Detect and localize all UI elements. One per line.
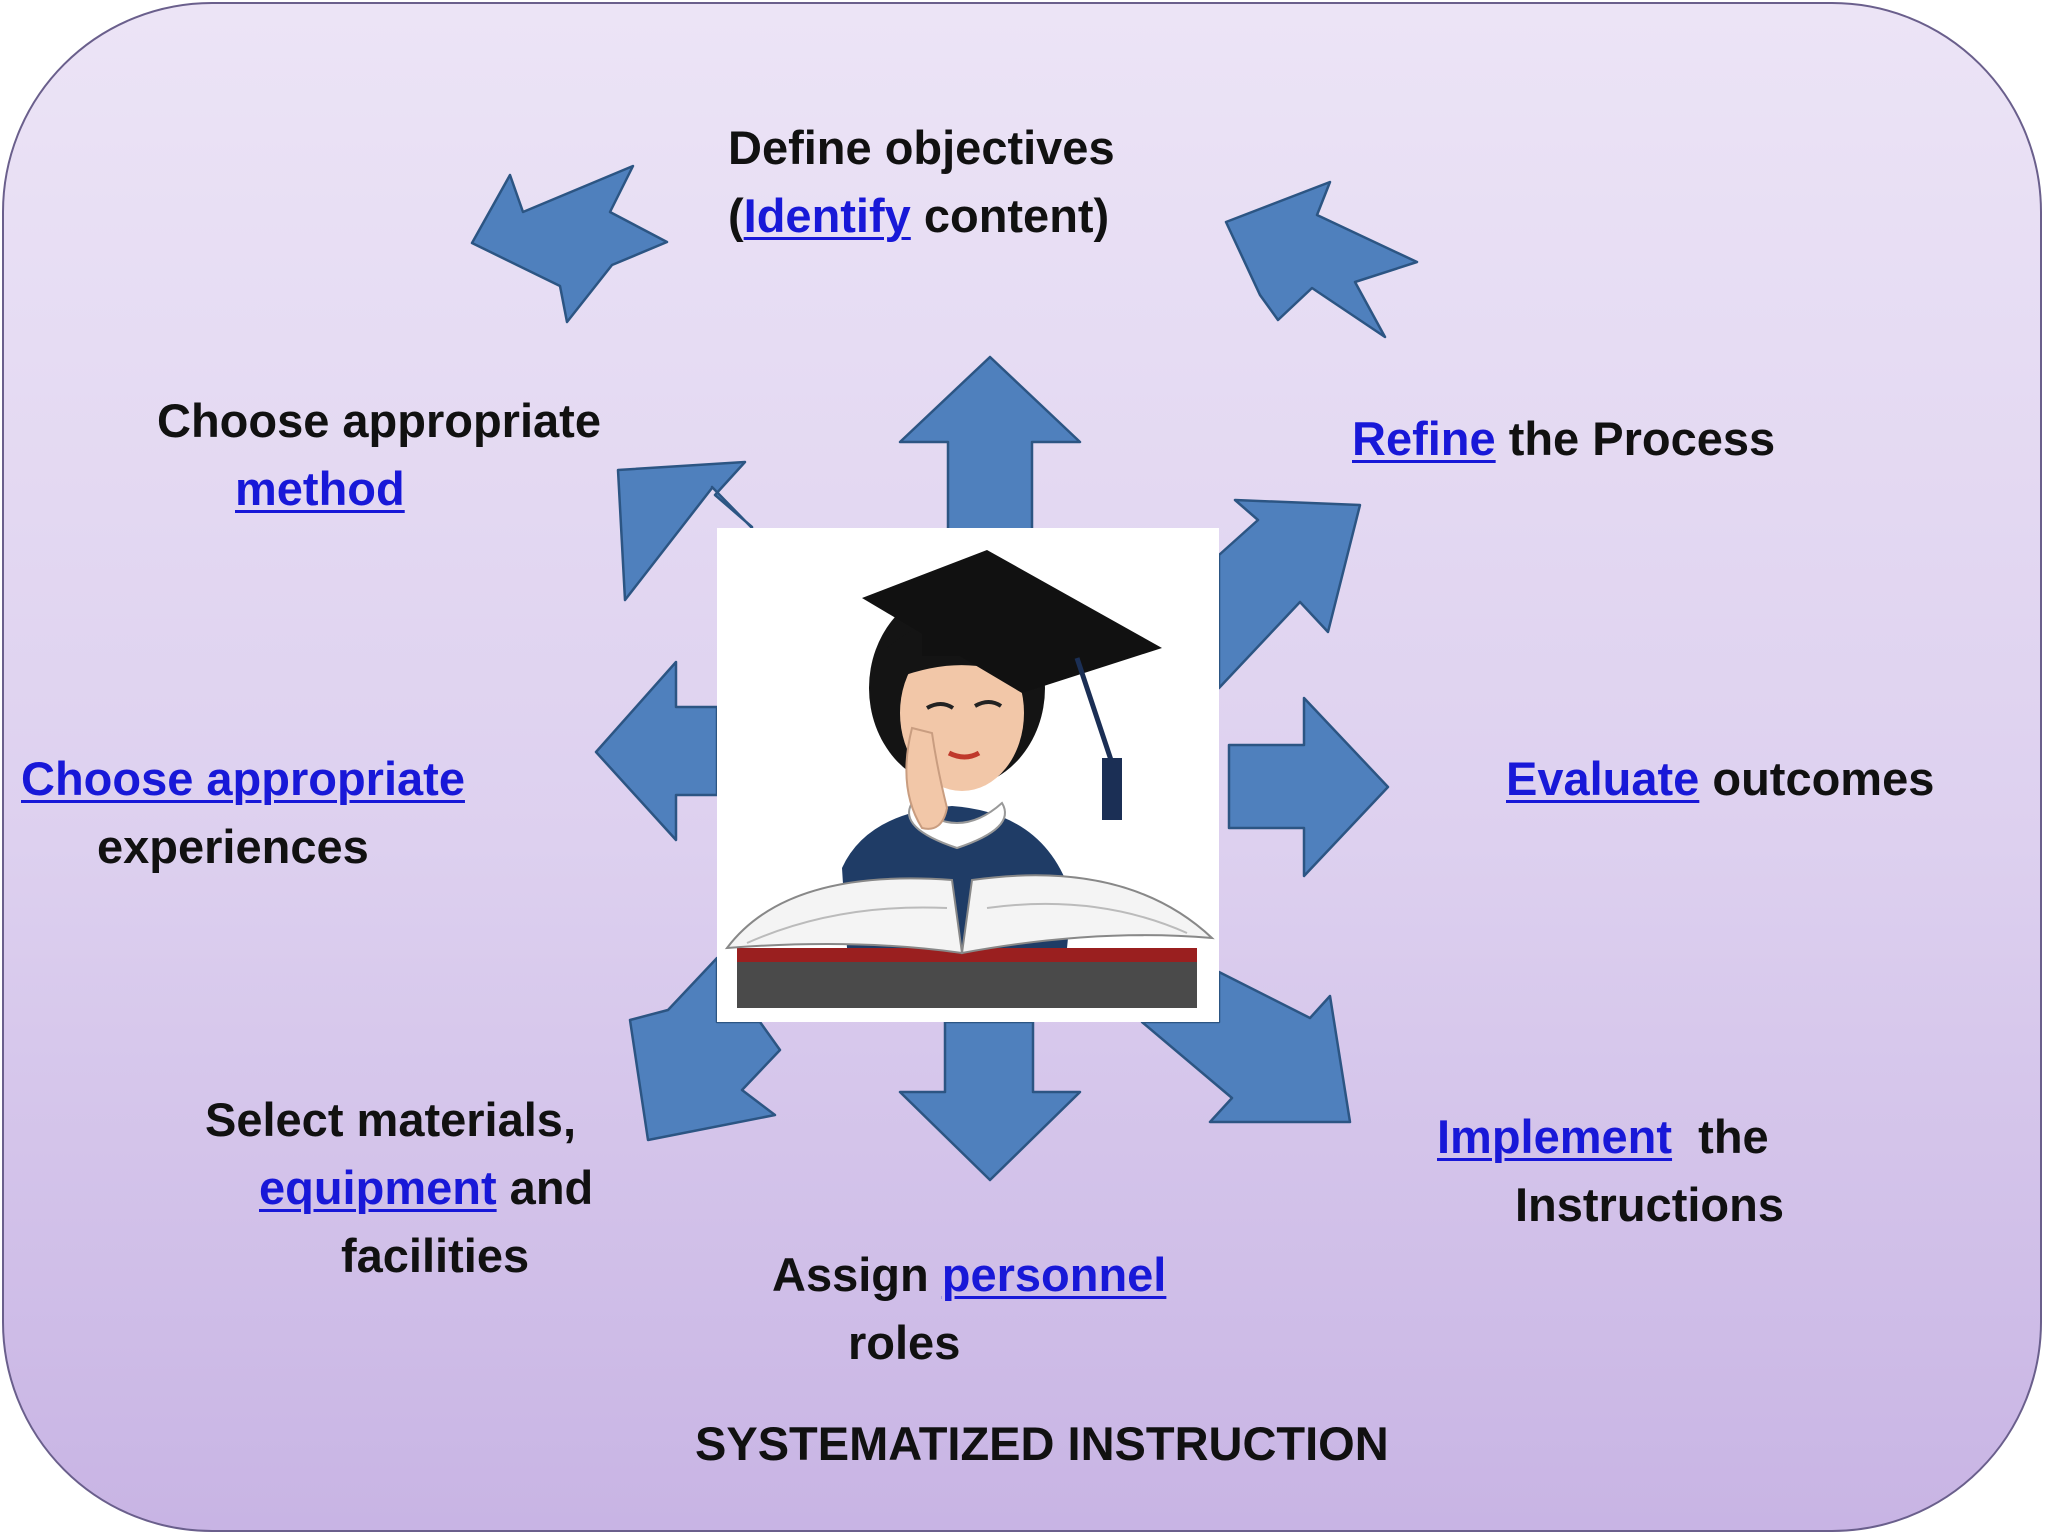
arrow-right (1227, 696, 1390, 878)
define-line2: (Identify content) (728, 182, 1115, 250)
define-line1: Define objectives (728, 121, 1115, 174)
arrow-up-right (1217, 498, 1362, 690)
graduate-student-picture (717, 528, 1219, 1022)
experiences-line2: experiences (97, 820, 369, 873)
graduate-student-icon (724, 550, 1215, 1008)
define-rest: content) (910, 189, 1110, 242)
implement-line2: Instructions (1515, 1178, 1784, 1231)
select-line1: Select materials, (205, 1093, 576, 1146)
select-rest: and (496, 1161, 594, 1214)
select-line2: equipment and (205, 1154, 620, 1222)
define-open-paren: ( (728, 189, 744, 242)
experiences-line1: Choose appropriate (21, 745, 465, 813)
cycle-arrow-top-left (470, 164, 669, 324)
arrow-left (594, 660, 719, 842)
step-implement-instructions: Implement the Instructions (1437, 1103, 1784, 1239)
step-refine-process: Refine the Process (1352, 405, 1775, 473)
assign-line2: roles (848, 1316, 961, 1369)
implement-rest: the (1672, 1110, 1769, 1163)
method-line2: method (157, 455, 601, 523)
method-line1: Choose appropriate (157, 394, 601, 447)
choose-appropriate-link[interactable]: Choose appropriate (21, 752, 465, 805)
arrow-down-right (1140, 970, 1352, 1124)
step-evaluate-outcomes: Evaluate outcomes (1506, 745, 1934, 813)
cycle-arrow-top-right (1224, 180, 1419, 339)
arrow-up-left (616, 460, 754, 602)
step-define-objectives: Define objectives (Identify content) (728, 114, 1115, 250)
implement-link[interactable]: Implement (1437, 1110, 1673, 1163)
refine-rest: the Process (1495, 412, 1776, 465)
refine-link[interactable]: Refine (1352, 412, 1496, 465)
step-select-materials: Select materials, equipment and faciliti… (205, 1086, 620, 1290)
evaluate-rest: outcomes (1699, 752, 1935, 805)
arrow-down-left (628, 956, 782, 1142)
implement-line1: Implement the (1437, 1103, 1784, 1171)
select-line3: facilities (341, 1229, 530, 1282)
evaluate-link[interactable]: Evaluate (1506, 752, 1700, 805)
step-choose-method: Choose appropriate method (157, 387, 601, 523)
equipment-link[interactable]: equipment (259, 1161, 497, 1214)
assign-line1: Assign personnel (772, 1241, 1166, 1309)
diagram-title: SYSTEMATIZED INSTRUCTION (695, 1417, 1389, 1470)
step-choose-experiences: Choose appropriate experiences (21, 745, 465, 881)
arrow-up (898, 355, 1082, 532)
personnel-link[interactable]: personnel (941, 1248, 1167, 1301)
identify-link[interactable]: Identify (743, 189, 911, 242)
arrow-down (898, 1020, 1082, 1182)
step-assign-personnel: Assign personnel roles (772, 1241, 1166, 1377)
assign-pre: Assign (772, 1248, 942, 1301)
method-link[interactable]: method (235, 462, 405, 515)
